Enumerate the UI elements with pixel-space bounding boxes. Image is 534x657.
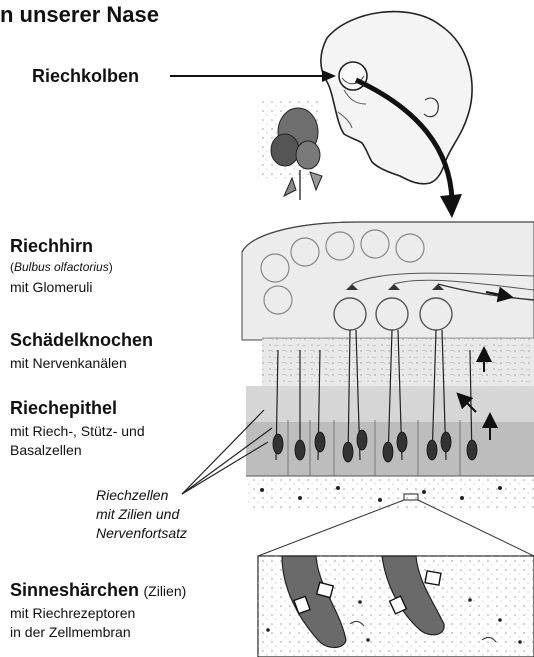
cilia-inset [258, 556, 534, 657]
label-riechepithel: Riechepithel [10, 398, 117, 419]
head-drawing [321, 12, 472, 184]
label-epithel-line1: mit Riech-, Stütz- und [10, 422, 145, 441]
label-riechzellen-line1: Riechzellen [96, 486, 168, 505]
label-epithel-line2: Basalzellen [10, 441, 82, 460]
page-title: n unserer Nase [0, 2, 159, 28]
label-bulbus-olfactorius: (Bulbus olfactorius) [10, 258, 113, 277]
label-rezeptoren-line2: in der Zellmembran [10, 623, 131, 642]
flower-drawing [258, 100, 322, 200]
label-rezeptoren-line1: mit Riechrezeptoren [10, 604, 135, 623]
cross-section [242, 222, 534, 508]
label-glomeruli: mit Glomeruli [10, 278, 92, 297]
label-nervenkanaele: mit Nervenkanälen [10, 354, 127, 373]
label-riechhirn: Riechhirn [10, 236, 93, 257]
label-riechkolben: Riechkolben [32, 66, 139, 87]
label-riechzellen-line2: mit Zilien und [96, 505, 179, 524]
label-schaedelknochen: Schädelknochen [10, 330, 153, 351]
label-sinneshaerchen: Sinneshärchen (Zilien) [10, 580, 186, 601]
curved-arrow-head [440, 194, 462, 218]
label-riechzellen-line3: Nervenfortsatz [96, 524, 187, 543]
